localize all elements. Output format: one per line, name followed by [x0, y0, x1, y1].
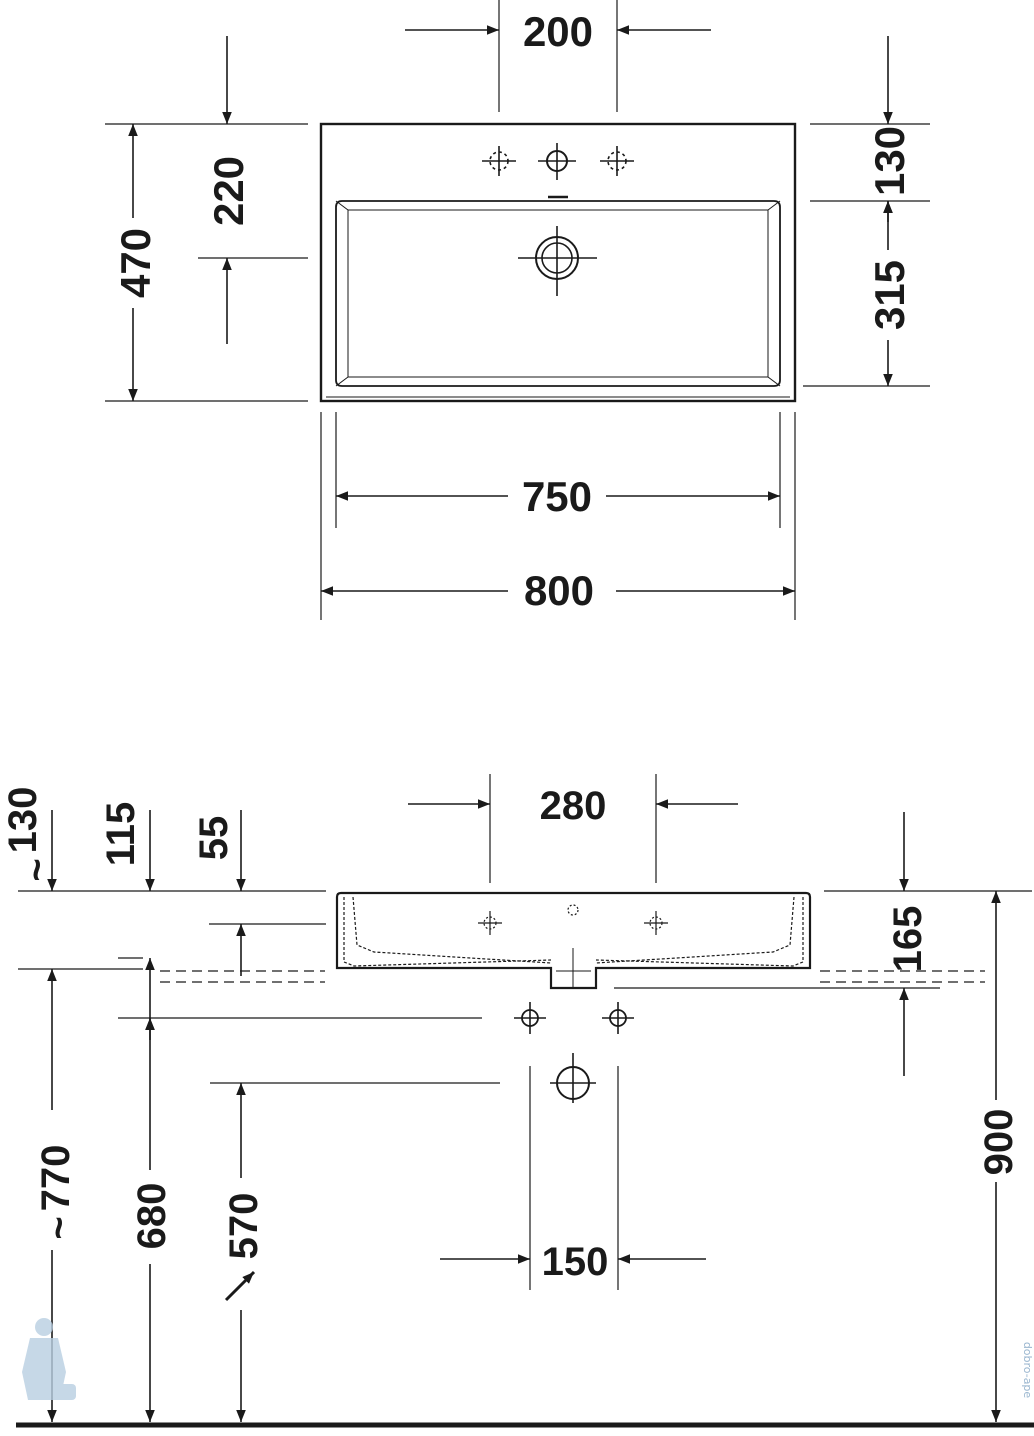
dim-tap-to-waste: 220	[205, 156, 252, 226]
tap-hole-left	[482, 146, 516, 176]
front-tap-hole-right	[644, 911, 668, 935]
dim-back-to-bowl: 130	[866, 126, 913, 196]
tap-hole-center	[538, 143, 576, 180]
dim-overall-width: 800	[524, 567, 594, 614]
dim-height-c: 55	[192, 816, 236, 861]
bowl-outline	[335, 200, 781, 387]
dim-tap-spread: 280	[540, 784, 607, 828]
front-view	[16, 774, 1034, 1428]
waste-outlet	[518, 226, 597, 296]
dim-tilde-770: ~	[37, 1216, 81, 1239]
basin-outline	[319, 122, 797, 403]
dim-floor-900: 900	[977, 1109, 1021, 1176]
dim-floor-770: 770	[34, 1145, 78, 1212]
tap-hole-right	[600, 146, 634, 176]
overflow-hole	[567, 904, 579, 916]
supply-valve-left	[514, 1002, 546, 1034]
dim-basin-height: 165	[886, 906, 930, 973]
dim-depth: 470	[112, 228, 159, 298]
dim-floor-570: 570	[222, 1193, 266, 1260]
dim-bowl-depth: 315	[866, 260, 913, 330]
front-view-labels: 280 ~ 130 115 55 165 770 ~ 680 570 150 9…	[1, 784, 1021, 1284]
top-view-labels: 200 470 220 130 315 750 800	[112, 8, 913, 614]
watermark-logo	[22, 1318, 76, 1400]
top-view	[105, 0, 930, 620]
dim-floor-680: 680	[130, 1183, 174, 1250]
dim-supply-spacing: 150	[542, 1240, 609, 1284]
dim-tap-spacing: 200	[523, 8, 593, 55]
supply-valve-right	[602, 1002, 634, 1034]
drain-connection	[550, 1053, 596, 1103]
watermark-text: dobro-ape	[1021, 1342, 1034, 1399]
dim-bowl-width: 750	[522, 473, 592, 520]
basin-profile	[335, 891, 812, 990]
front-tap-hole-left	[478, 911, 502, 935]
dim-height-a: 130	[1, 787, 45, 854]
dim-height-b: 115	[99, 802, 143, 867]
dim-tilde-top: ~	[15, 858, 59, 881]
